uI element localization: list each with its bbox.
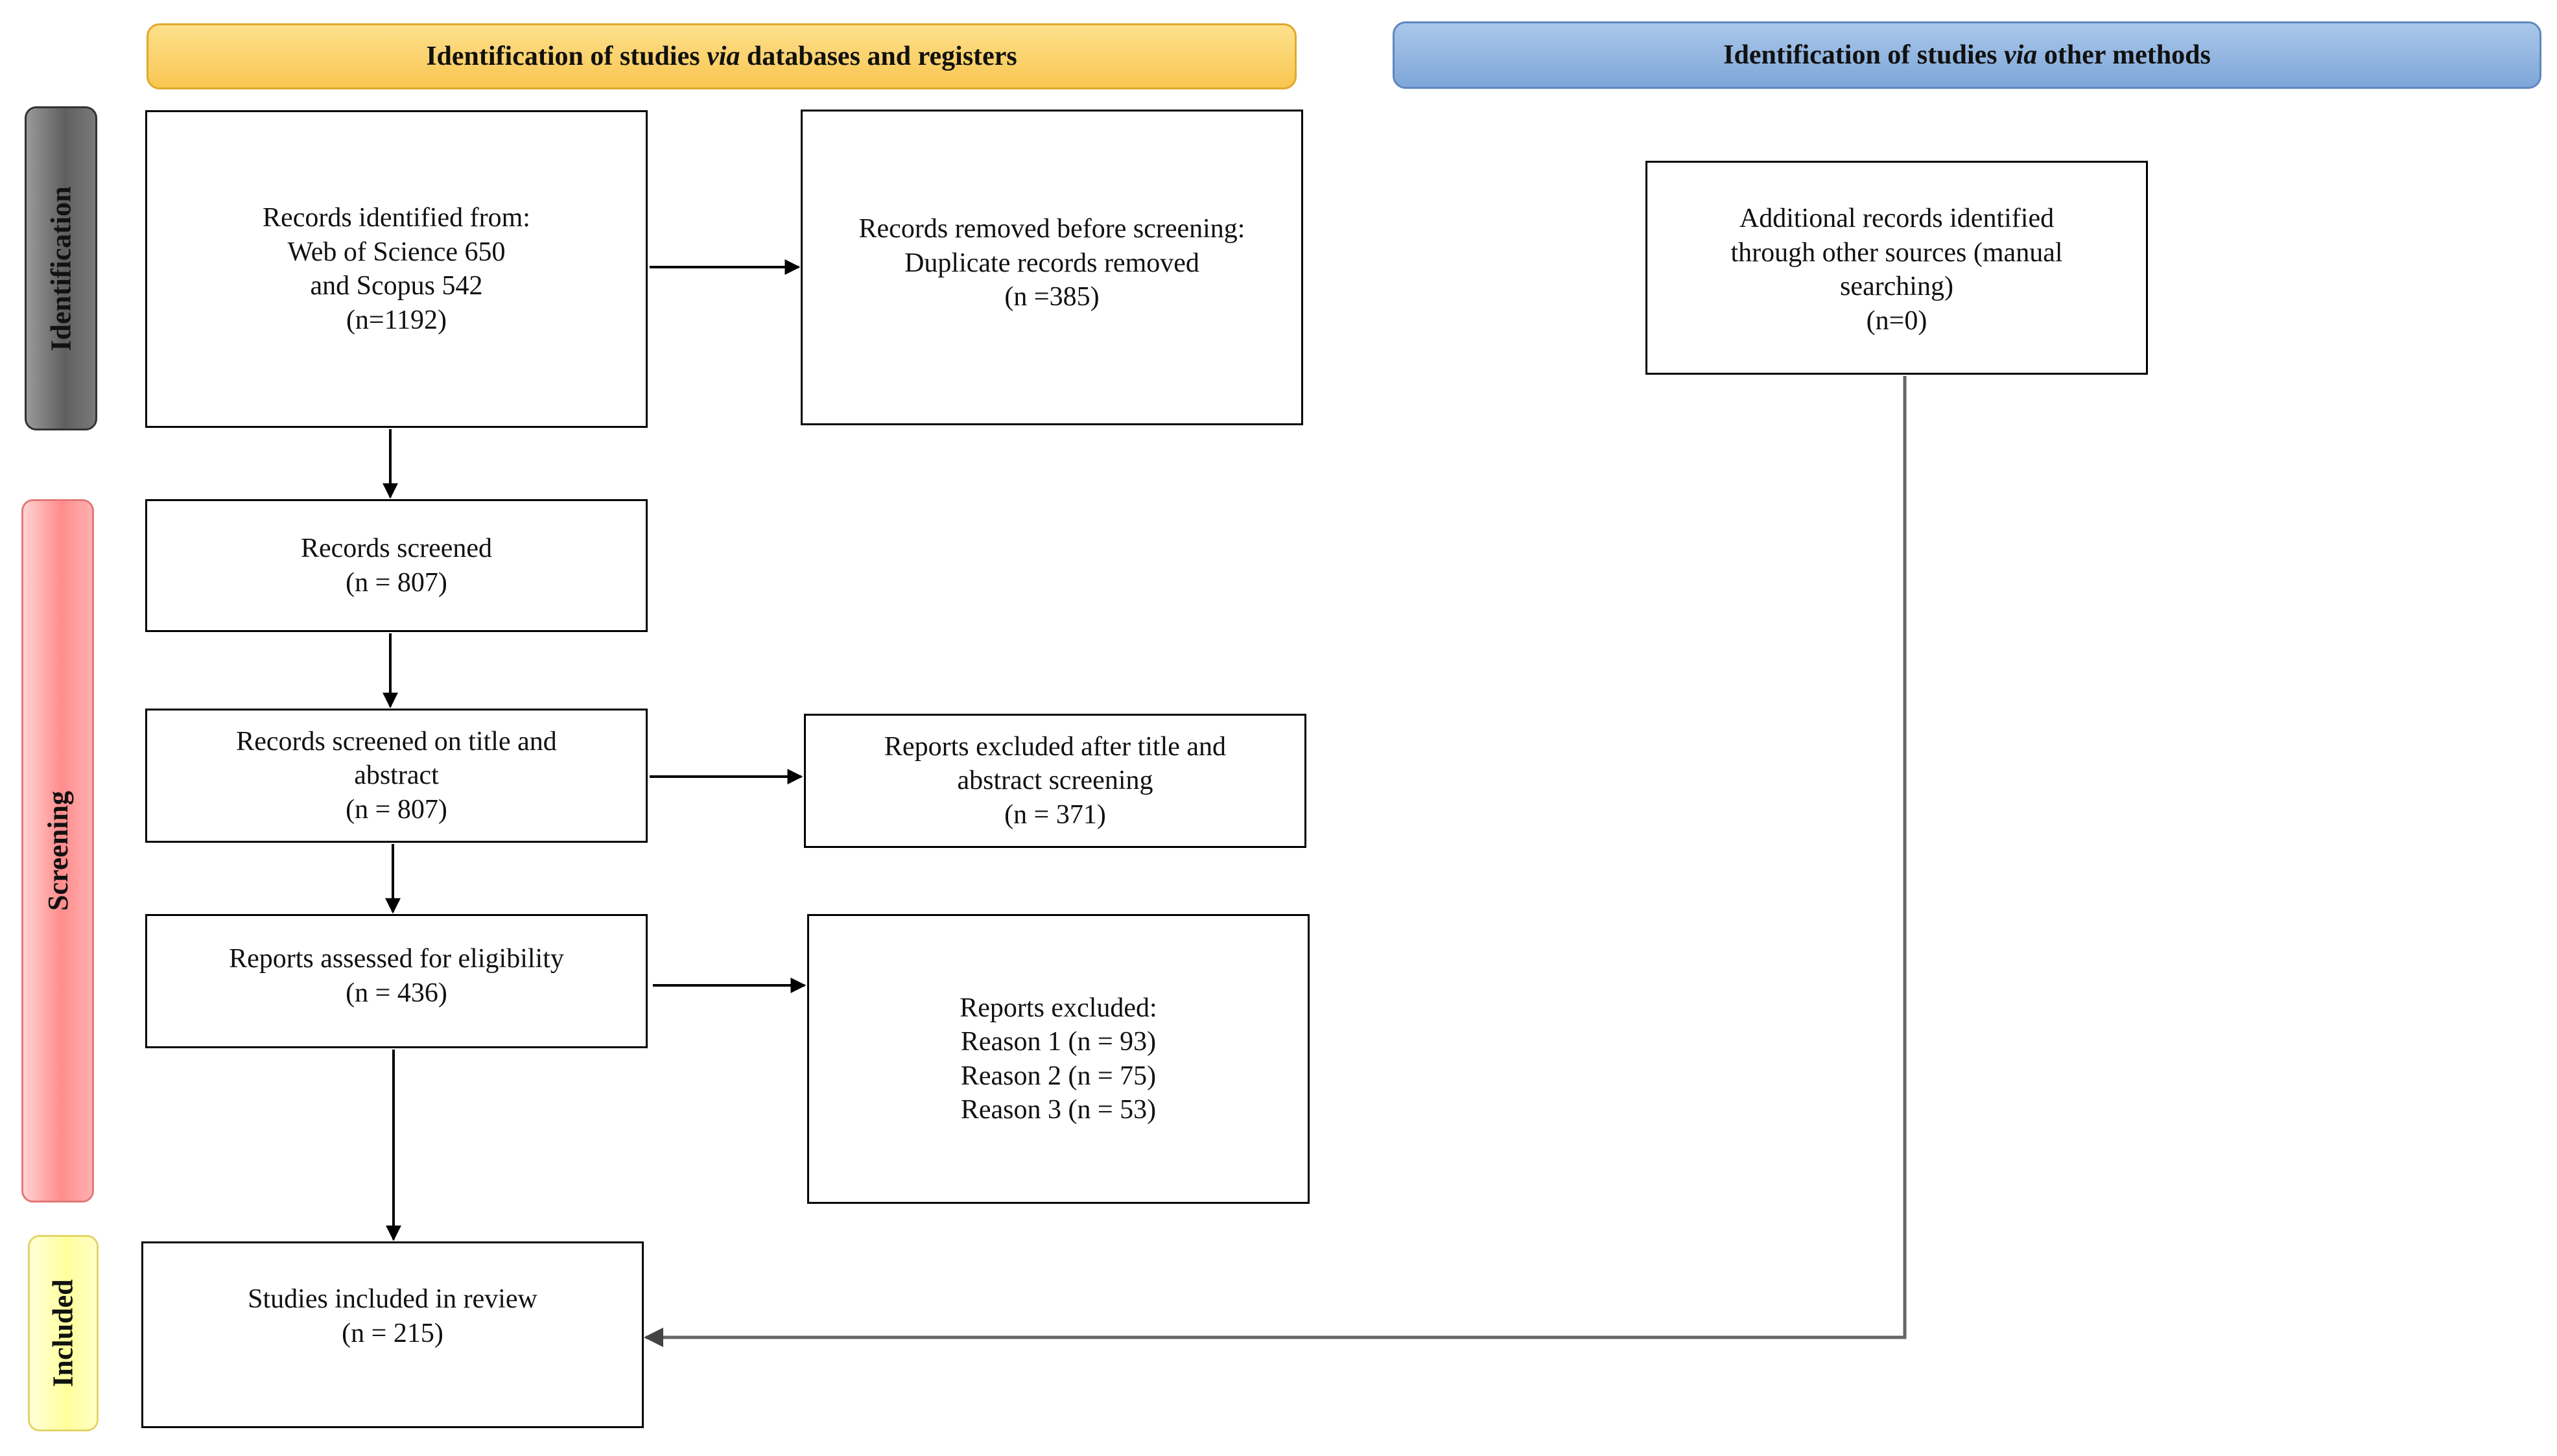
header-databases-post: databases and registers — [740, 41, 1017, 71]
box-reports-excluded: Reports excluded: Reason 1 (n = 93) Reas… — [807, 914, 1310, 1204]
records-identified-line-4: (n=1192) — [346, 305, 447, 335]
reports-excluded-line-2: Reason 1 (n = 93) — [960, 1027, 1157, 1057]
box-assessed-eligibility: Reports assessed for eligibility (n = 43… — [145, 914, 648, 1048]
stage-identification: Identification — [25, 106, 97, 430]
records-screened-line-1: Records screened — [300, 534, 493, 563]
screened-title-abstract-line-3: (n = 807) — [346, 794, 447, 825]
records-removed-line-1: Records removed before screening: — [858, 214, 1245, 244]
additional-records-line-2: through other sources (manual — [1730, 237, 2063, 268]
header-databases-registers: Identification of studies via databases … — [147, 23, 1297, 89]
stage-screening: Screening — [21, 499, 94, 1203]
box-records-identified-text: Records identified from: Web of Science … — [263, 201, 530, 337]
box-studies-included-text: Studies included in review (n = 215) — [248, 1282, 537, 1350]
assessed-eligibility-line-2: (n = 436) — [346, 978, 447, 1008]
header-other-methods: Identification of studies via other meth… — [1393, 21, 2541, 89]
reports-excluded-line-3: Reason 2 (n = 75) — [960, 1061, 1157, 1091]
box-records-screened-text: Records screened (n = 807) — [301, 532, 492, 600]
box-studies-included: Studies included in review (n = 215) — [141, 1241, 644, 1428]
screened-title-abstract-line-2: abstract — [354, 760, 439, 791]
header-other-pre: Identification of studies — [1723, 40, 2004, 70]
studies-included-line-1: Studies included in review — [248, 1284, 537, 1314]
header-databases-pre: Identification of studies — [426, 41, 707, 71]
box-reports-excluded-text: Reports excluded: Reason 1 (n = 93) Reas… — [960, 991, 1157, 1127]
box-excluded-title-abstract-text: Reports excluded after title and abstrac… — [884, 730, 1226, 832]
excluded-title-abstract-line-1: Reports excluded after title and — [884, 731, 1227, 762]
assessed-eligibility-line-1: Reports assessed for eligibility — [229, 944, 564, 974]
excluded-title-abstract-line-2: abstract screening — [957, 766, 1153, 796]
box-screened-title-abstract-text: Records screened on title and abstract (… — [236, 725, 556, 827]
box-additional-records-text: Additional records identified through ot… — [1730, 202, 2062, 338]
reports-excluded-line-1: Reports excluded: — [960, 992, 1157, 1023]
box-excluded-title-abstract: Reports excluded after title and abstrac… — [804, 714, 1306, 848]
studies-included-line-2: (n = 215) — [342, 1318, 443, 1348]
records-identified-line-3: and Scopus 542 — [310, 271, 483, 301]
box-additional-records: Additional records identified through ot… — [1645, 161, 2148, 375]
additional-records-line-4: (n=0) — [1866, 305, 1927, 336]
additional-records-line-3: searching) — [1840, 272, 1953, 301]
arrow-additional-to-included — [644, 376, 1907, 1347]
box-records-identified: Records identified from: Web of Science … — [145, 110, 648, 428]
box-records-screened: Records screened (n = 807) — [145, 499, 648, 632]
records-removed-line-3: (n =385) — [1004, 282, 1100, 312]
records-identified-line-2: Web of Science 650 — [287, 237, 506, 267]
box-records-removed: Records removed before screening: Duplic… — [801, 110, 1303, 425]
box-records-removed-text: Records removed before screening: Duplic… — [859, 212, 1245, 314]
additional-records-line-1: Additional records identified — [1739, 204, 2055, 233]
header-databases-em: via — [707, 41, 740, 71]
records-identified-line-1: Records identified from: — [263, 203, 530, 233]
excluded-title-abstract-line-3: (n = 371) — [1004, 799, 1106, 830]
stage-included: Included — [28, 1235, 99, 1431]
header-other-em: via — [2004, 40, 2038, 70]
records-screened-line-2: (n = 807) — [346, 567, 447, 598]
reports-excluded-line-4: Reason 3 (n = 53) — [960, 1095, 1157, 1125]
header-other-post: other methods — [2037, 40, 2211, 70]
box-screened-title-abstract: Records screened on title and abstract (… — [145, 709, 648, 843]
box-assessed-eligibility-text: Reports assessed for eligibility (n = 43… — [229, 942, 564, 1010]
screened-title-abstract-line-1: Records screened on title and — [236, 726, 557, 757]
records-removed-line-2: Duplicate records removed — [904, 248, 1199, 278]
